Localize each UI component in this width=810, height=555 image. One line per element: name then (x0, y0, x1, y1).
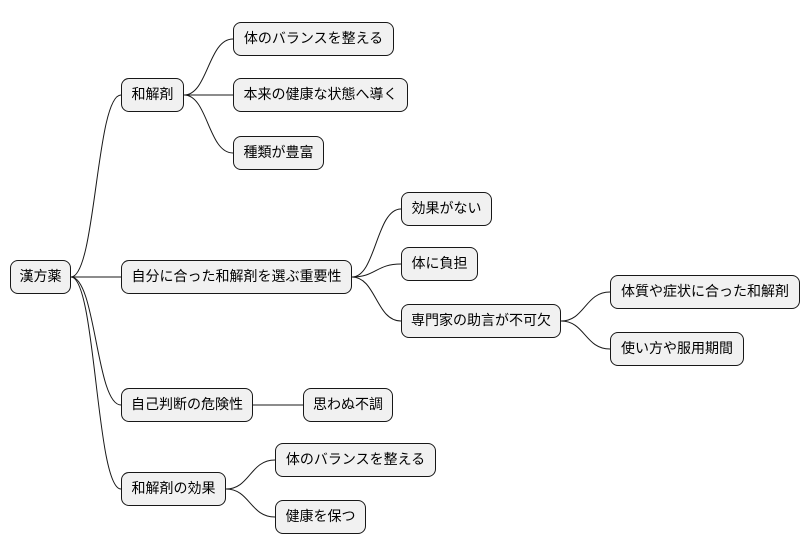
edge-importance-expert (351, 276, 402, 322)
edge-root-wakaizai (70, 94, 122, 278)
edge-importance-noeffect (351, 208, 402, 278)
edge-expert-constitution (560, 291, 611, 322)
node-wakaizai: 和解剤 (121, 78, 184, 112)
edge-wakaizai-variety (183, 94, 234, 154)
node-selfjudge: 自己判断の危険性 (121, 388, 253, 422)
node-effect-health: 健康を保つ (275, 500, 366, 534)
node-effect-balance: 体のバランスを整える (275, 443, 436, 477)
root-node: 漢方薬 (10, 260, 71, 294)
edge-expert-usage (560, 320, 611, 350)
node-importance-expert: 専門家の助言が不可欠 (401, 304, 561, 338)
edge-wakaizai-balance (183, 38, 234, 96)
node-selfjudge-upset: 思わぬ不調 (303, 388, 393, 422)
edge-root-effect (70, 276, 122, 490)
node-expert-constitution: 体質や症状に合った和解剤 (610, 275, 800, 309)
edge-effect-balance (225, 459, 276, 490)
node-wakaizai-variety: 種類が豊富 (233, 136, 324, 170)
node-wakaizai-restore: 本来の健康な状態へ導く (233, 78, 408, 112)
node-wakaizai-balance: 体のバランスを整える (233, 22, 394, 56)
node-importance-burden: 体に負担 (401, 247, 478, 281)
node-expert-usage: 使い方や服用期間 (610, 332, 744, 366)
node-importance-noeffect: 効果がない (401, 192, 492, 226)
edge-importance-burden (351, 263, 402, 278)
edge-root-selfjudge (70, 276, 122, 406)
node-effect: 和解剤の効果 (121, 472, 226, 506)
node-importance: 自分に合った和解剤を選ぶ重要性 (121, 260, 352, 294)
edge-effect-health (225, 488, 276, 518)
